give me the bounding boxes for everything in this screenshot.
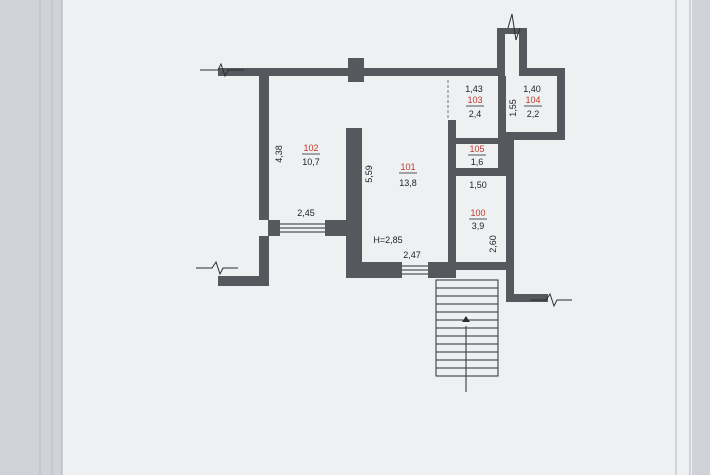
svg-text:3,9: 3,9 [472, 221, 485, 231]
room-label-103: 103 2,4 [466, 95, 484, 119]
svg-text:100: 100 [470, 208, 485, 218]
dim-102-height: 4,38 [274, 145, 284, 163]
svg-text:103: 103 [467, 95, 482, 105]
svg-text:2,4: 2,4 [469, 109, 482, 119]
room-label-102: 102 10,7 [302, 143, 320, 167]
svg-text:104: 104 [525, 95, 540, 105]
paper-sheet [62, 0, 692, 475]
svg-text:101: 101 [400, 162, 415, 172]
dim-100-height: 2,60 [488, 235, 498, 253]
dim-103-width: 1,43 [465, 84, 483, 94]
svg-text:2,2: 2,2 [527, 109, 540, 119]
svg-text:1,6: 1,6 [471, 157, 484, 167]
svg-text:102: 102 [303, 143, 318, 153]
svg-text:10,7: 10,7 [302, 157, 320, 167]
walls [218, 28, 565, 302]
room-label-104: 104 2,2 [524, 95, 542, 119]
dim-103-height: 1,55 [508, 99, 518, 117]
room-label-100: 100 3,9 [469, 208, 487, 231]
dim-101-height: 5,59 [364, 165, 374, 183]
svg-text:105: 105 [469, 144, 484, 154]
break-marks [196, 13, 572, 308]
room-label-101: 101 13,8 [399, 162, 417, 188]
entrance-door [402, 265, 428, 275]
svg-text:13,8: 13,8 [399, 178, 417, 188]
dim-104-width: 1,40 [523, 84, 541, 94]
room-label-105: 105 1,6 [468, 144, 486, 167]
dim-100-width: 1,50 [469, 180, 487, 190]
ceiling-height-label: H=2,85 [373, 235, 402, 245]
window-102 [280, 223, 325, 233]
dim-entrance-door: 2,47 [403, 250, 421, 260]
dim-102-window: 2,45 [297, 208, 315, 218]
